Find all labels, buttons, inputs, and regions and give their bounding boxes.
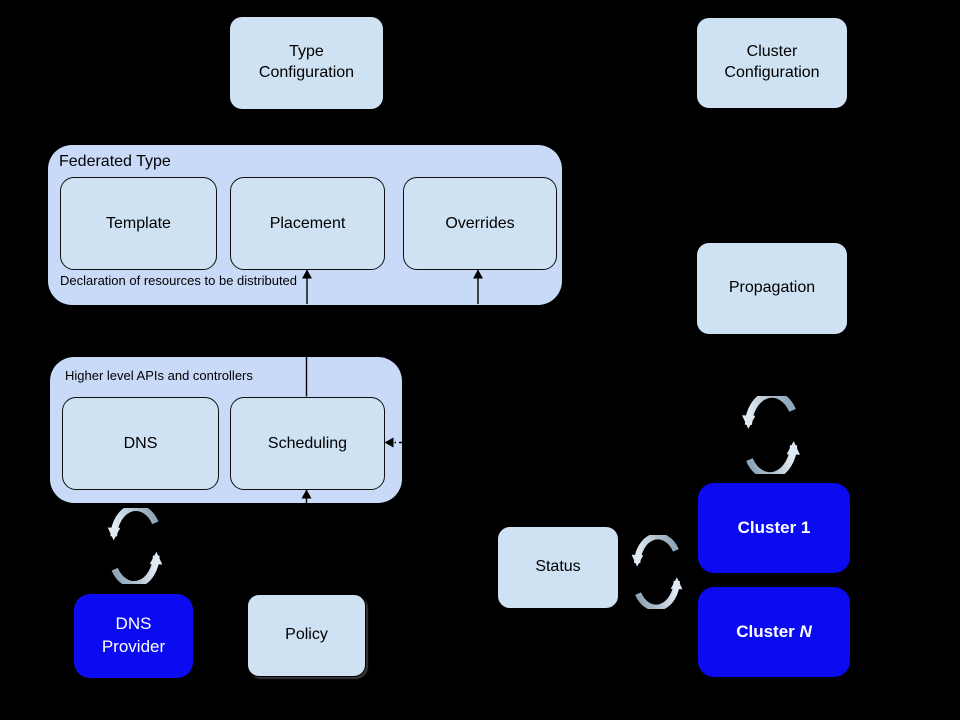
sync-arrows-icon <box>630 535 684 609</box>
cluster-n-suffix: N <box>799 621 812 641</box>
sync-arrows-icon <box>106 508 164 584</box>
node-label: Status <box>535 558 581 576</box>
node-label: Propagation <box>728 279 816 297</box>
node-propagation: Propagation <box>697 243 847 334</box>
node-dns: DNS <box>62 397 219 490</box>
node-label: Type Configuration <box>258 43 355 81</box>
node-label: Cluster 1 <box>737 517 811 537</box>
node-policy: Policy <box>247 594 366 677</box>
node-label: Policy <box>285 626 328 644</box>
node-cluster-configuration: Cluster Configuration <box>697 18 847 108</box>
group-federated-type: Federated Type Template Placement Overri… <box>48 145 562 305</box>
cluster-n-prefix: Cluster <box>736 621 795 641</box>
node-label: Cluster Configuration <box>724 43 820 81</box>
node-cluster-1: Cluster 1 <box>698 483 850 573</box>
node-label: DNS <box>123 434 158 452</box>
node-status: Status <box>498 527 618 608</box>
group-title: Federated Type <box>59 153 171 170</box>
node-overrides: Overrides <box>403 177 557 270</box>
node-scheduling: Scheduling <box>230 397 385 490</box>
group-title: Higher level APIs and controllers <box>65 368 253 383</box>
node-label: Cluster N <box>736 621 812 644</box>
group-higher-level-apis: Higher level APIs and controllers DNS Sc… <box>50 357 402 503</box>
node-cluster-n: Cluster N <box>698 587 850 677</box>
node-type-configuration: Type Configuration <box>230 17 383 109</box>
group-caption: Declaration of resources to be distribut… <box>60 273 298 288</box>
node-label: Overrides <box>445 214 515 232</box>
sync-arrows-icon <box>738 396 804 474</box>
node-dns-provider: DNS Provider <box>74 594 193 678</box>
node-label: Template <box>106 214 171 232</box>
node-label: Scheduling <box>267 434 348 452</box>
node-label: DNS Provider <box>101 614 166 656</box>
node-label: Placement <box>269 214 346 232</box>
node-template: Template <box>60 177 217 270</box>
node-placement: Placement <box>230 177 385 270</box>
